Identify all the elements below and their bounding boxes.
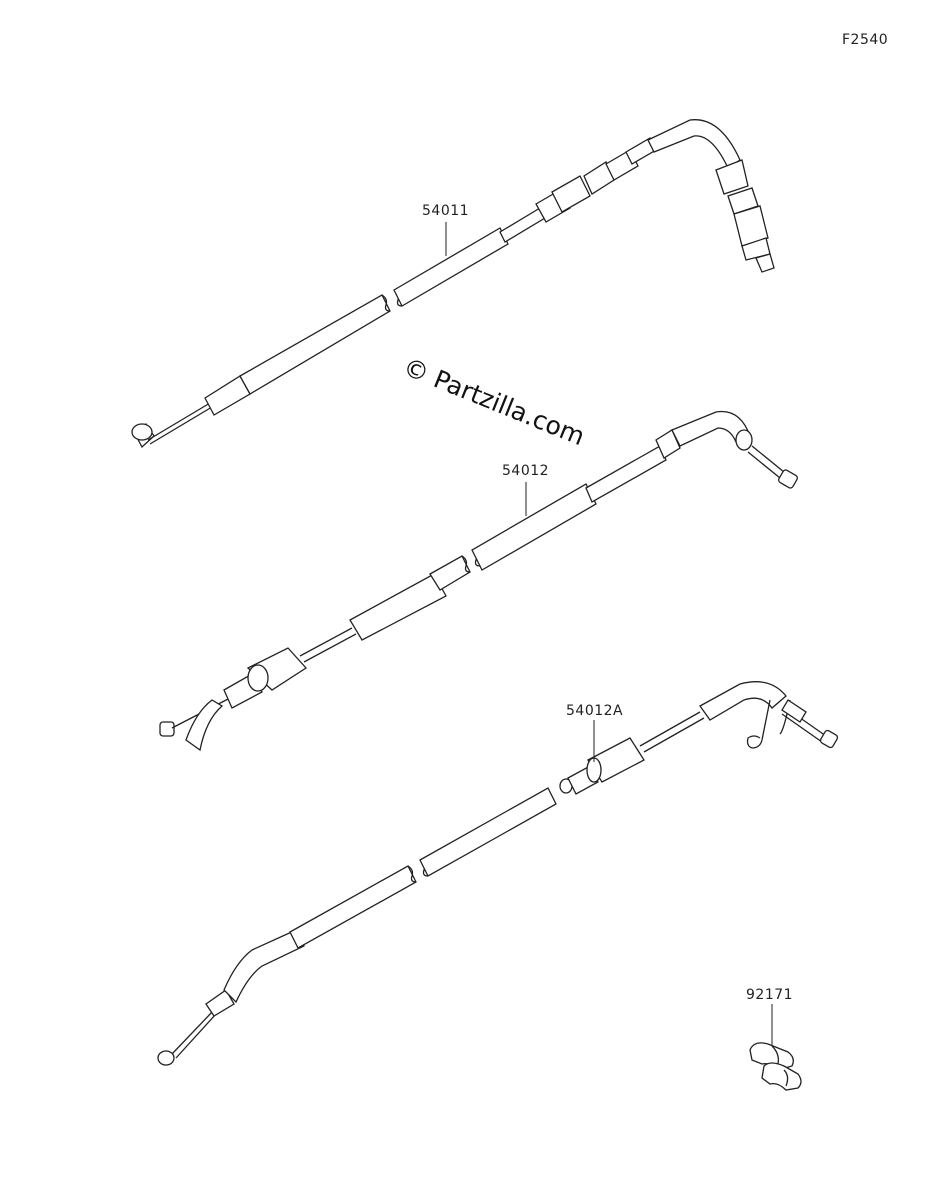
cable-54012A[interactable] [157, 681, 839, 1066]
cable-54012[interactable] [159, 410, 798, 752]
part-label-54012[interactable]: 54012 [502, 463, 550, 479]
clamp-92171[interactable] [749, 1042, 802, 1091]
part-label-54011[interactable]: 54011 [422, 203, 470, 219]
part-label-92171[interactable]: 92171 [746, 987, 794, 1003]
part-label-54012A[interactable]: 54012A [566, 703, 624, 719]
figure-reference: F2540 [842, 32, 889, 48]
cable-54011[interactable] [131, 119, 775, 449]
